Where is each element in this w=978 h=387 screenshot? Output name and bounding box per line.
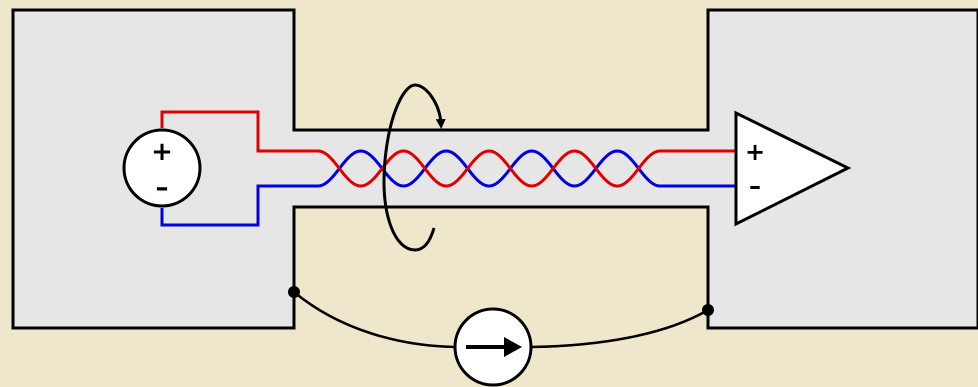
current-source-arrow-icon bbox=[453, 307, 533, 387]
twisted-pair bbox=[317, 149, 661, 188]
ground-wire-left bbox=[293, 291, 456, 349]
source-minus-sign: – bbox=[156, 173, 169, 203]
rotation-arrow-icon bbox=[382, 83, 446, 252]
amplifier-minus-sign: – bbox=[749, 172, 761, 200]
twisted-positive-wire bbox=[317, 149, 661, 188]
negative-wire-lead bbox=[160, 184, 318, 227]
ground-wire-right bbox=[530, 308, 709, 349]
source-plus-sign: + bbox=[151, 137, 173, 167]
enclosure-outline bbox=[11, 8, 978, 330]
voltage-source-icon: + – bbox=[122, 128, 202, 208]
amplifier-plus-sign: + bbox=[745, 138, 765, 166]
positive-wire-lead bbox=[160, 110, 318, 153]
differential-amplifier-icon: + – bbox=[734, 110, 852, 227]
twisted-negative-wire bbox=[317, 149, 661, 188]
